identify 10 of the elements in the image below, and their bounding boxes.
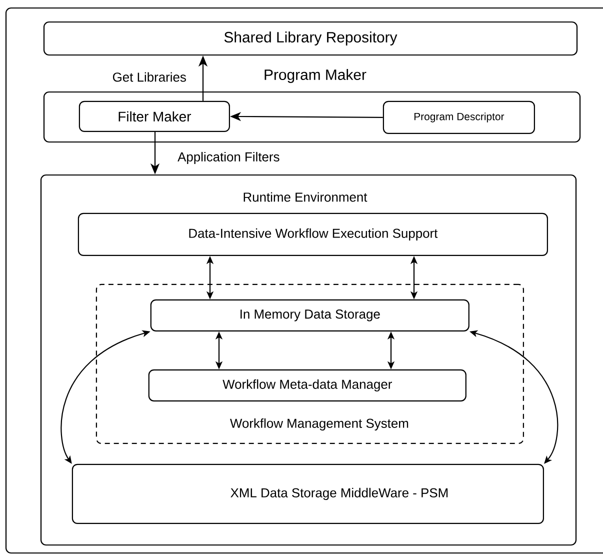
process-box: Data-Intensive Workflow Execution Support — [78, 212, 548, 256]
process-box: XML Data Storage MiddleWare - PSM — [72, 464, 544, 524]
process-box: Program Descriptor — [382, 100, 535, 134]
process-box: Filter Maker — [78, 100, 230, 132]
process-box: In Memory Data Storage — [150, 299, 470, 332]
edge-label: Get Libraries — [112, 72, 186, 82]
node-label: Program Maker — [264, 69, 366, 83]
edge-label: Application Filters — [178, 152, 280, 164]
process-box: Workflow Meta-data Manager — [148, 369, 466, 402]
process-box: Shared Library Repository — [43, 21, 578, 56]
